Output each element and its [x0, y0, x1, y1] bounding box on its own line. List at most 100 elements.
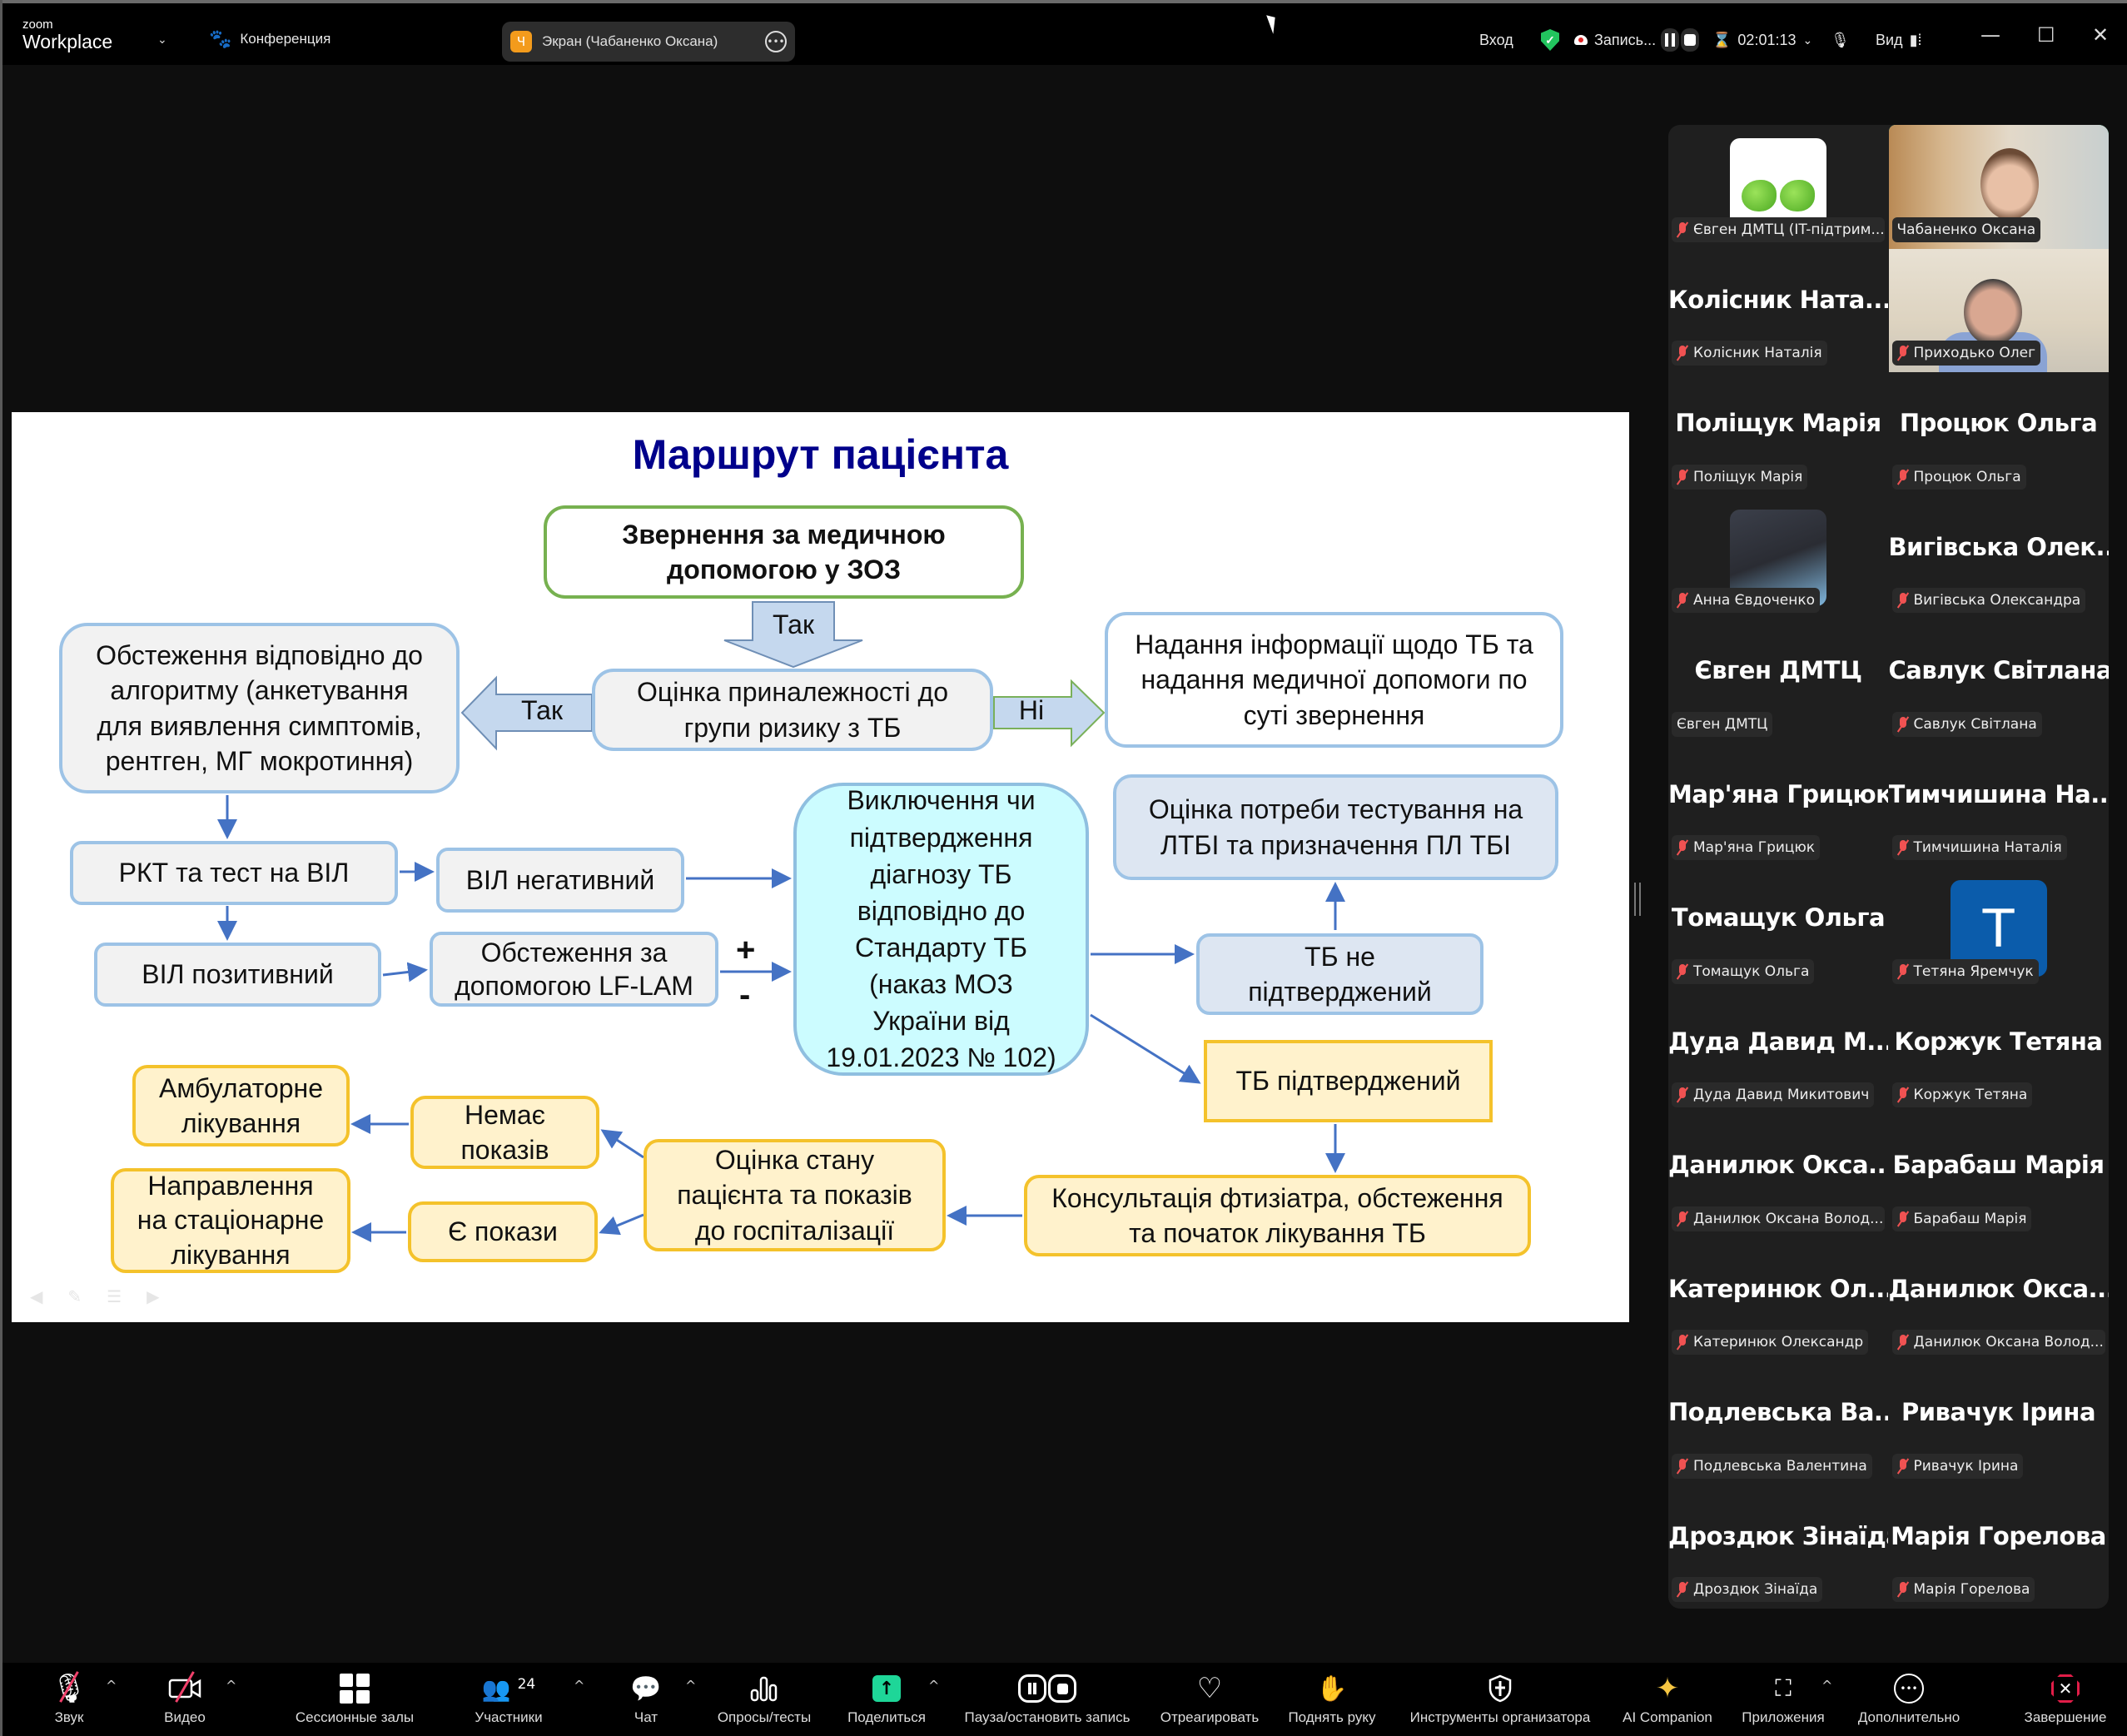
participant-display-name: Савлук Світлана [1888, 656, 2109, 684]
video-options-caret[interactable]: ^ [226, 1678, 237, 1694]
meeting-info-button[interactable]: 🐾 Конференция [209, 28, 330, 50]
breakout-rooms-button[interactable]: Сессионные залы [288, 1669, 421, 1726]
participant-tile[interactable]: Дуда Давид М...Дуда Давид Микитович [1668, 991, 1888, 1115]
audio-label: Звук [54, 1709, 84, 1725]
box-inpatient: Направлення на стаціонарне лікування [111, 1168, 350, 1273]
share-screen-button[interactable]: ↑ Поделиться [820, 1669, 953, 1726]
participants-options-caret[interactable]: ^ [574, 1678, 585, 1694]
signin-label: Вход [1479, 31, 1513, 48]
ai-companion-button[interactable]: ✦ AI Companion [1601, 1669, 1734, 1726]
participant-tile[interactable]: Євген ДМТЦ (IT-підтрим... [1668, 125, 1888, 249]
audio-button[interactable]: 🎙 Звук [2, 1669, 136, 1726]
end-meeting-button[interactable]: ✕ Завершение [1999, 1669, 2127, 1726]
end-icon: ✕ [2051, 1669, 2080, 1708]
leaf-icon [1742, 180, 1777, 211]
participant-name-tag: Тетяна Яремчук [1891, 958, 2039, 984]
raise-hand-button[interactable]: ✋ Поднять руку [1265, 1669, 1399, 1726]
muted-microphone-icon [1677, 346, 1688, 361]
participant-display-name: Данилюк Окса... [1888, 1274, 2109, 1303]
chat-label: Чат [634, 1709, 658, 1725]
pause-record-button[interactable] [1661, 27, 1679, 53]
participant-tile[interactable]: Данилюк Окса...Данилюк Оксана Волод... [1889, 1238, 2109, 1362]
host-tools-button[interactable]: Инструменты организатора [1384, 1669, 1617, 1726]
participant-tile[interactable]: Вигівська Олек...Вигівська Олександра [1889, 496, 2109, 620]
stop-record-button[interactable] [1681, 27, 1699, 53]
signin-button[interactable]: Вход [1479, 27, 1513, 53]
participant-tile[interactable]: Приходько Олег [1888, 248, 2109, 372]
participant-display-name: Ривачук Ірина [1901, 1398, 2096, 1426]
recording-status[interactable]: Запись... [1574, 27, 1656, 53]
more-button[interactable]: ••• Дополнительно [1842, 1669, 1975, 1726]
participant-display-name: Поліщук Марія [1675, 409, 1881, 437]
view-label: Вид [1876, 31, 1903, 48]
box-no-indications: Немає показів [410, 1096, 599, 1169]
pause-stop-recording-button[interactable]: Пауза/остановить запись [947, 1669, 1147, 1726]
minimize-button[interactable]: — [1980, 23, 2000, 47]
participant-name: Коржук Тетяна [1913, 1087, 2028, 1103]
menu-icon[interactable]: ☰ [107, 1288, 122, 1306]
chat-button[interactable]: 💬 Чат [579, 1669, 713, 1726]
box-ltbi: Оцінка потреби тестування на ЛТБІ та при… [1113, 774, 1558, 880]
close-button[interactable]: ✕ [2092, 23, 2110, 47]
view-layout-icon: ▮⁞ [1909, 31, 1922, 48]
participant-tile[interactable]: Подлевська Ва...Подлевська Валентина [1668, 1361, 1888, 1485]
participant-tile[interactable]: Катеринюк Ол...Катеринюк Олександр [1668, 1238, 1888, 1362]
meeting-icon: 🐾 [209, 28, 232, 49]
participant-name: Барабаш Марія [1913, 1210, 2027, 1227]
participant-name: Ривачук Ірина [1913, 1457, 2019, 1475]
muted-microphone-icon [1677, 1582, 1688, 1597]
muted-microphone-icon [1897, 1335, 1909, 1350]
apps-button[interactable]: ⛶ Приложения [1717, 1669, 1850, 1726]
muted-microphone-icon [1897, 1582, 1909, 1597]
meeting-label: Конференция [240, 31, 331, 47]
participant-tile[interactable]: Данилюк Окса...Данилюк Оксана Волод... [1668, 1114, 1888, 1238]
video-button[interactable]: Видео [118, 1669, 251, 1726]
participant-display-name: Колісник Ната... [1668, 285, 1888, 314]
meeting-toolbar: 🎙 Звук ^ Видео ^ Сессионные залы 👥24 Уча… [2, 1663, 2127, 1736]
muted-microphone-icon [1897, 346, 1909, 361]
encryption-shield-icon[interactable]: ✓ [1541, 27, 1559, 53]
participant-name-tag: Тимчишина Наталія [1891, 835, 2067, 860]
next-slide-icon[interactable]: ▶ [147, 1288, 160, 1306]
muted-microphone-icon [1897, 716, 1909, 732]
chat-options-caret[interactable]: ^ [685, 1678, 697, 1694]
participant-name: Вигівська Олександра [1913, 592, 2081, 609]
participant-name-tag: Приходько Олег [1891, 341, 2041, 366]
react-button[interactable]: ♡ Отреагировать [1143, 1669, 1276, 1726]
share-options-caret[interactable]: ^ [928, 1678, 940, 1694]
apps-options-caret[interactable]: ^ [1821, 1678, 1833, 1694]
participant-tile[interactable]: Анна Євдоченко [1668, 496, 1888, 620]
panel-resize-handle[interactable] [1634, 883, 1641, 916]
participants-button[interactable]: 👥24 Участники [442, 1669, 575, 1726]
polls-button[interactable]: Опросы/тесты [698, 1669, 831, 1726]
participant-tile[interactable]: Чабаненко Оксана [1888, 125, 2109, 249]
participant-tile[interactable]: Тимчишина На...Тимчишина Наталія [1889, 744, 2109, 868]
maximize-button[interactable]: ☐ [2037, 23, 2055, 47]
screen-share-indicator[interactable]: Ч Экран (Чабаненко Оксана) ••• [502, 22, 795, 62]
microphone-icon[interactable]: 🎙 [1831, 31, 1850, 48]
prev-slide-icon[interactable]: ◀ [30, 1288, 43, 1306]
meeting-timer[interactable]: ⌛ 02:01:13 ⌄ [1712, 27, 1812, 53]
chat-icon: 💬 [630, 1674, 662, 1704]
participant-tile[interactable]: Колісник Ната...Колісник Наталія [1668, 249, 1888, 373]
hand-icon: ✋ [1316, 1674, 1348, 1704]
more-options-icon[interactable]: ••• [765, 31, 787, 52]
chevron-down-icon[interactable]: ⌄ [157, 33, 167, 47]
muted-microphone-icon [1677, 963, 1688, 979]
pen-icon[interactable]: ✎ [67, 1288, 82, 1306]
view-button[interactable]: Вид ▮⁞ [1876, 27, 1921, 53]
muted-microphone-icon [1677, 1458, 1688, 1474]
audio-options-caret[interactable]: ^ [106, 1678, 117, 1694]
